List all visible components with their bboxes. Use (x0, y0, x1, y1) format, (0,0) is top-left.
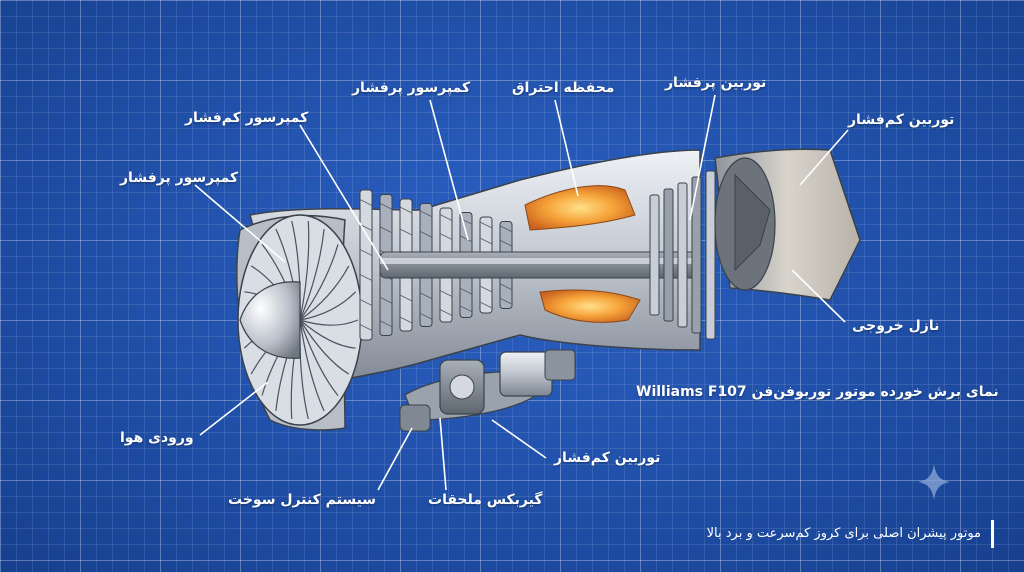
fan-stage (237, 214, 363, 426)
leader-lines (194, 94, 849, 491)
label-combustor: محفظه احتراق (512, 80, 615, 96)
label-hp-turbine: توربین پرفشار (665, 75, 767, 91)
exhaust-nozzle (714, 148, 861, 301)
label-inlet: ورودی هوا (120, 430, 194, 446)
turbine-stages (649, 170, 716, 340)
label-hp-compressor: کمپرسور پرفشار (352, 80, 471, 96)
footer-note: موتور پیشران اصلی برای کروز کم‌سرعت و بر… (707, 520, 994, 548)
label-nozzle: نازل خروجی (852, 318, 940, 334)
label-fuel-control: سیستم کنترل سوخت (228, 492, 377, 508)
accessory-gearbox (399, 349, 576, 432)
label-lp-turbine-top: توربین کم‌فشار (848, 112, 955, 128)
label-fan: کمپرسور پرفشار (120, 170, 239, 186)
combustion-chamber (524, 185, 641, 323)
label-lp-compressor: کمپرسور کم‌فشار (185, 110, 309, 126)
diagram-caption: نمای برش خورده موتور توربوفن‌فن Williams… (636, 384, 999, 400)
sparkle-icon (918, 464, 950, 500)
label-gearbox: گیربکس ملحقات (428, 492, 543, 508)
label-lp-turbine-bottom: توربین کم‌فشار (554, 450, 661, 466)
